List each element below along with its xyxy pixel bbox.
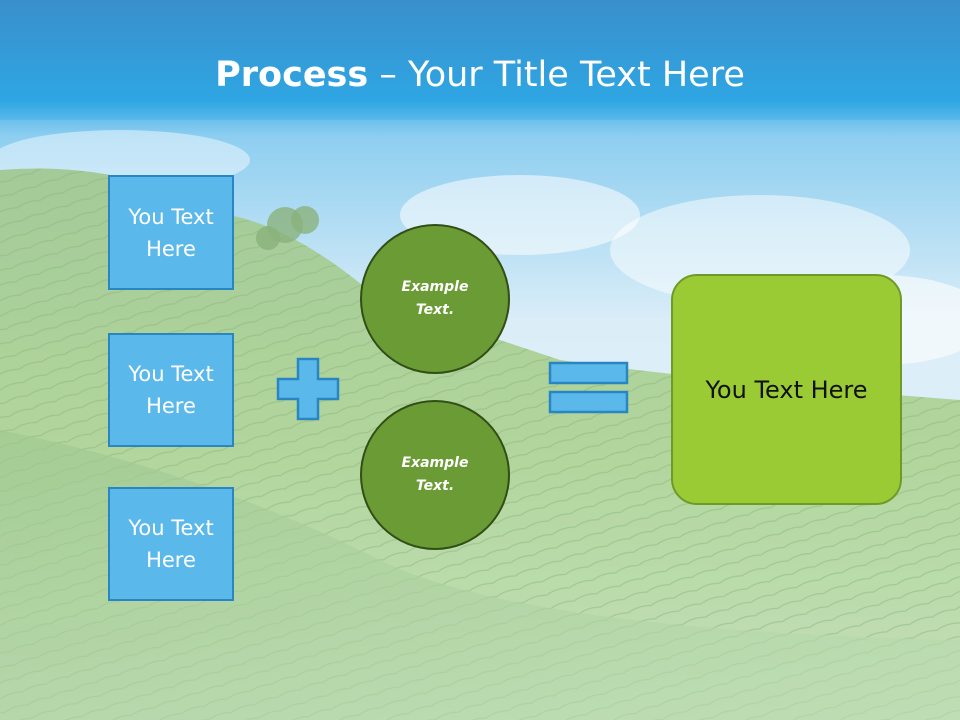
example-circle-1-line2: Text. xyxy=(415,302,455,318)
result-label: You Text Here xyxy=(705,375,868,404)
title-rest: – Your Title Text Here xyxy=(368,55,745,95)
text-box-3-line2: Here xyxy=(146,548,196,572)
equals-icon xyxy=(548,361,629,414)
text-box-1-line1: You Text xyxy=(128,204,214,229)
example-circle-2-line1: Example xyxy=(401,455,469,471)
example-circle-1-line1: Example xyxy=(401,279,469,295)
result-box[interactable]: You Text Here xyxy=(671,274,902,505)
title-bold: Process xyxy=(215,55,369,95)
plus-icon xyxy=(276,357,340,421)
text-box-1-line2: Here xyxy=(146,236,196,261)
example-circle-2-line2: Text. xyxy=(415,478,455,494)
text-box-3-line1: You Text xyxy=(128,516,214,540)
text-box-2-line2: Here xyxy=(146,394,196,418)
text-box-2-line1: You Text xyxy=(128,362,214,386)
slide-title: Process – Your Title Text Here xyxy=(0,52,960,98)
